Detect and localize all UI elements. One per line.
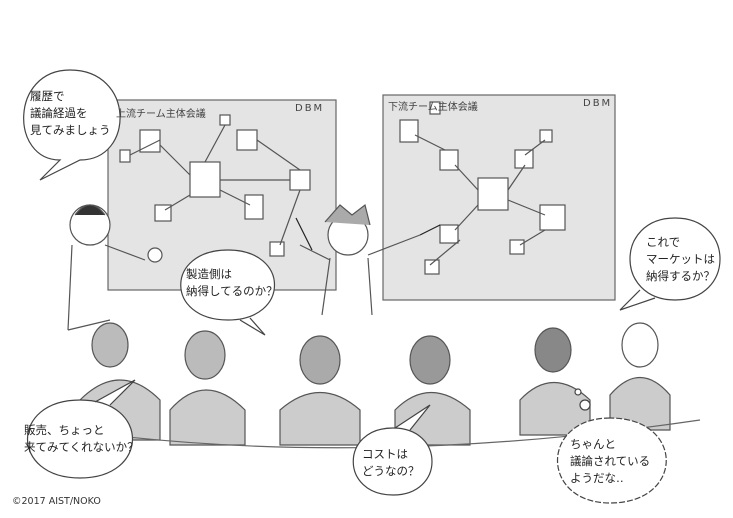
cost-bubble-text: コストは どうなの？	[362, 446, 420, 480]
bubble-line: マーケットは	[646, 252, 715, 266]
bubble-line: コストは	[362, 447, 408, 461]
bubble-line: ちゃんと	[570, 437, 616, 451]
left-board-tag: DBM	[295, 103, 325, 114]
bubble-line: 議論経過を	[30, 106, 88, 120]
presenter-left	[67, 204, 163, 331]
manufacturing-bubble	[180, 249, 276, 336]
sales-bubble-text: 販売、ちょっと 来てみてくれないか？	[24, 422, 139, 456]
bubble-line: 議論されている	[570, 454, 651, 468]
audience	[69, 322, 701, 449]
sales-bubble	[27, 379, 136, 479]
bubble-line: 販売、ちょっと	[24, 423, 105, 437]
bubble-line: 来てみてくれないか？	[24, 440, 139, 454]
bubble-line: 履歴で	[30, 89, 65, 103]
bubble-line: ようだな‥	[570, 471, 624, 485]
thought-bubble-text: ちゃんと 議論されている ようだな‥	[570, 436, 650, 487]
speech-bubbles	[23, 69, 721, 504]
right-board-tag: DBM	[583, 98, 613, 109]
presenter-bubble	[23, 69, 121, 181]
bubble-line: 納得するか？	[646, 269, 715, 283]
right-whiteboard	[382, 94, 616, 301]
presenter-right	[295, 203, 441, 316]
copyright: ©2017 AIST/NOKO	[12, 496, 101, 507]
bubble-line: これで	[646, 235, 681, 249]
right-board-title: 下流チーム主体会議	[388, 102, 478, 113]
bubble-line: 見てみましょう	[30, 123, 111, 137]
bubble-line: 納得してるのか？	[186, 284, 278, 298]
market-bubble	[619, 217, 721, 311]
thought-cloud	[557, 417, 667, 504]
bubble-line: どうなの？	[362, 464, 420, 478]
bubble-line: 製造側は	[186, 267, 232, 281]
presenter-bubble-text: 履歴で 議論経過を 見てみましょう	[30, 88, 111, 139]
cost-bubble	[352, 404, 433, 496]
left-board-title: 上流チーム主体会議	[116, 109, 206, 120]
market-bubble-text: これで マーケットは 納得するか？	[646, 234, 715, 285]
manufacturing-bubble-text: 製造側は 納得してるのか？	[186, 266, 278, 300]
